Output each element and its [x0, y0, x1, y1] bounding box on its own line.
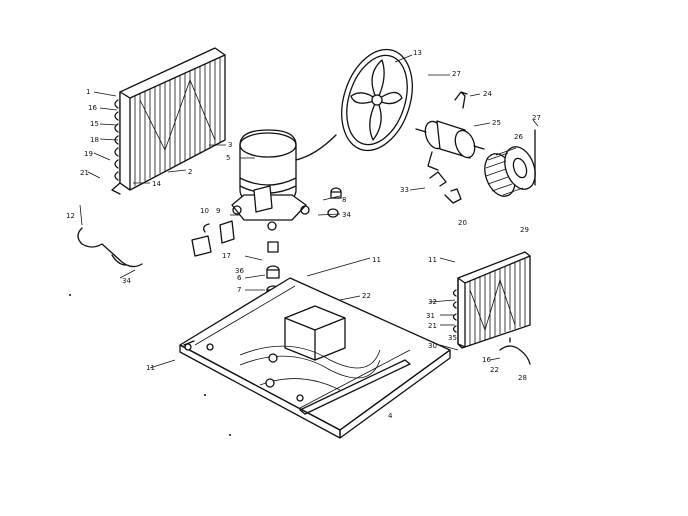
callout-16b: 16 [482, 356, 491, 364]
capillary-tube [77, 227, 143, 268]
callout-12: 12 [66, 212, 75, 220]
callout-18: 18 [90, 136, 99, 144]
callout-36: 36 [235, 267, 244, 275]
callout-6: 6 [237, 274, 242, 282]
sensing-bulb [499, 337, 531, 365]
callout-10: 10 [200, 207, 209, 215]
callout-25: 25 [492, 119, 501, 127]
callout-28: 28 [518, 374, 527, 382]
motor-mount [429, 171, 447, 187]
motor-bracket [454, 91, 468, 109]
callout-15: 15 [90, 120, 99, 128]
callout-16: 16 [88, 104, 97, 112]
grommet-nut [327, 187, 342, 218]
speck [69, 294, 71, 296]
tube-clip [111, 254, 127, 266]
callout-11c: 11 [428, 256, 437, 264]
compressor [231, 129, 337, 231]
callout-1: 1 [86, 88, 90, 96]
callout-9: 9 [216, 207, 220, 215]
evaporator-coil [452, 251, 531, 349]
callout-22: 22 [362, 292, 371, 300]
callout-31: 31 [426, 312, 435, 320]
callout-35: 35 [448, 334, 457, 342]
condenser-fan-blade [341, 48, 413, 152]
callout-17: 17 [222, 252, 231, 260]
callout-22b: 22 [490, 366, 499, 374]
callout-3: 3 [228, 141, 232, 149]
callout-labels: 1 16 15 18 19 21 12 34 3 2 14 5 10 9 17 … [66, 49, 541, 420]
fan-motor [415, 120, 485, 171]
condenser-coil [111, 47, 226, 195]
speck [229, 434, 231, 436]
callout-24: 24 [483, 90, 492, 98]
callout-13: 13 [413, 49, 422, 57]
callout-4: 4 [388, 412, 393, 420]
callout-14: 14 [152, 180, 161, 188]
callout-30: 30 [428, 342, 437, 350]
leader-lines [79, 54, 539, 369]
callout-33: 33 [400, 186, 409, 194]
callout-21b: 21 [428, 322, 437, 330]
callout-7: 7 [237, 286, 241, 294]
callout-34b: 34 [342, 211, 351, 219]
callout-19: 19 [84, 150, 93, 158]
callout-26: 26 [514, 133, 523, 141]
callout-11: 11 [372, 256, 381, 264]
callout-32: 32 [428, 298, 437, 306]
speck [204, 394, 206, 396]
callout-21: 21 [80, 169, 89, 177]
callout-34: 34 [122, 277, 131, 285]
callout-5: 5 [226, 154, 230, 162]
callout-20: 20 [458, 219, 467, 227]
mount-clip [444, 188, 462, 204]
base-pan [179, 277, 451, 439]
callout-29: 29 [520, 226, 529, 234]
callout-11b: 11 [146, 364, 155, 372]
overload-parts [191, 220, 235, 257]
blower-wheel [484, 146, 536, 197]
callout-27b: 27 [532, 114, 541, 122]
callout-8: 8 [342, 196, 346, 204]
callout-2: 2 [188, 168, 192, 176]
callout-27: 27 [452, 70, 461, 78]
